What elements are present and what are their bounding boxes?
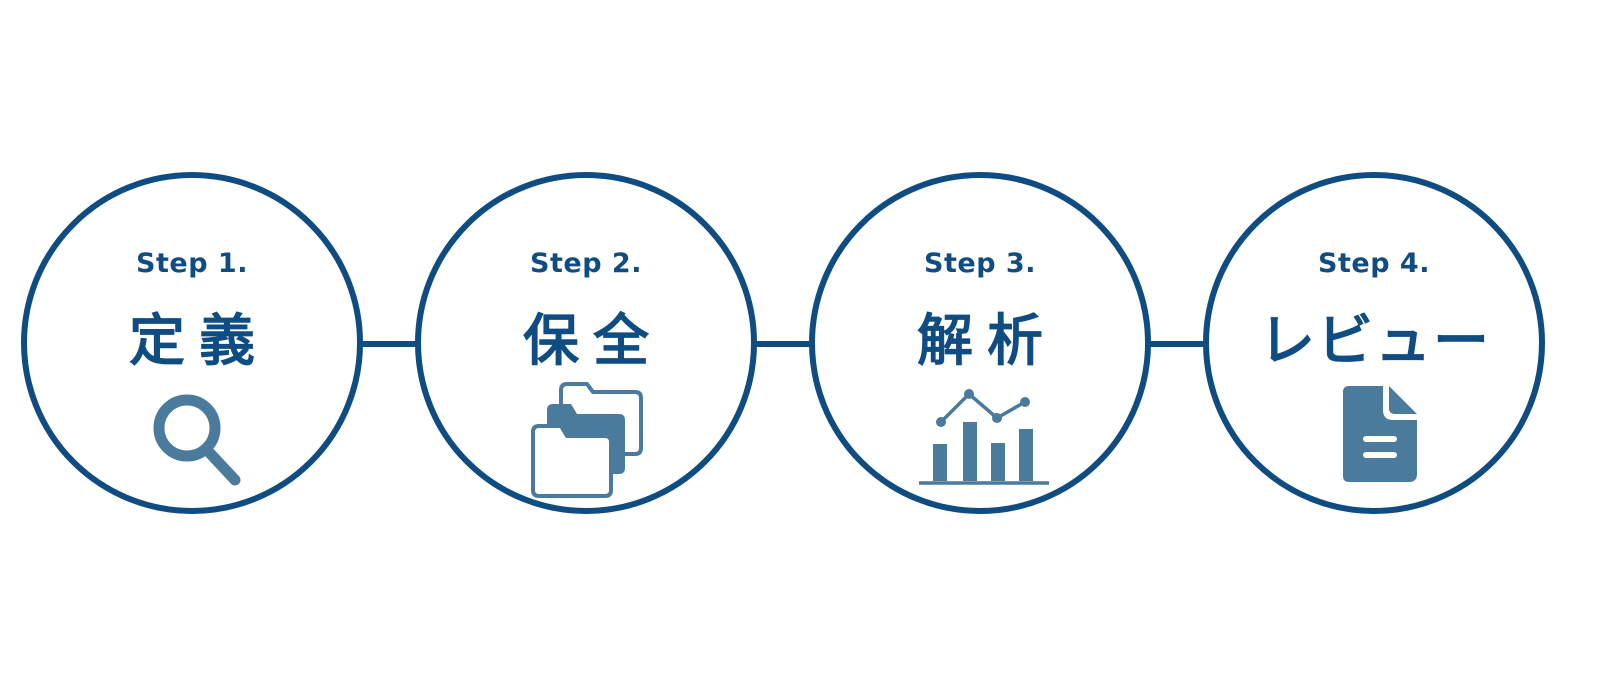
document-icon <box>1343 386 1417 482</box>
connector-3-4 <box>1150 341 1206 347</box>
step-1-circle: Step 1. 定義 <box>21 172 363 514</box>
step-3-title: 解析 <box>917 309 1057 374</box>
step-3-circle: Step 3. 解析 <box>809 172 1151 514</box>
step-2-circle: Step 2. 保全 <box>415 172 757 514</box>
step-4-label: Step 4. <box>1318 248 1430 279</box>
folders-icon <box>531 382 643 498</box>
step-2-label: Step 2. <box>530 248 642 279</box>
connector-1-2 <box>362 341 418 347</box>
step-1-label: Step 1. <box>136 248 248 279</box>
step-3-label: Step 3. <box>924 248 1036 279</box>
analytics-chart-icon <box>919 389 1049 485</box>
magnifier-icon <box>153 394 241 486</box>
step-4-title: レビュー <box>1259 309 1491 374</box>
step-2-title: 保全 <box>523 309 663 374</box>
step-4-circle: Step 4. レビュー <box>1203 172 1545 514</box>
step-1-title: 定義 <box>129 309 269 374</box>
connector-2-3 <box>756 341 812 347</box>
